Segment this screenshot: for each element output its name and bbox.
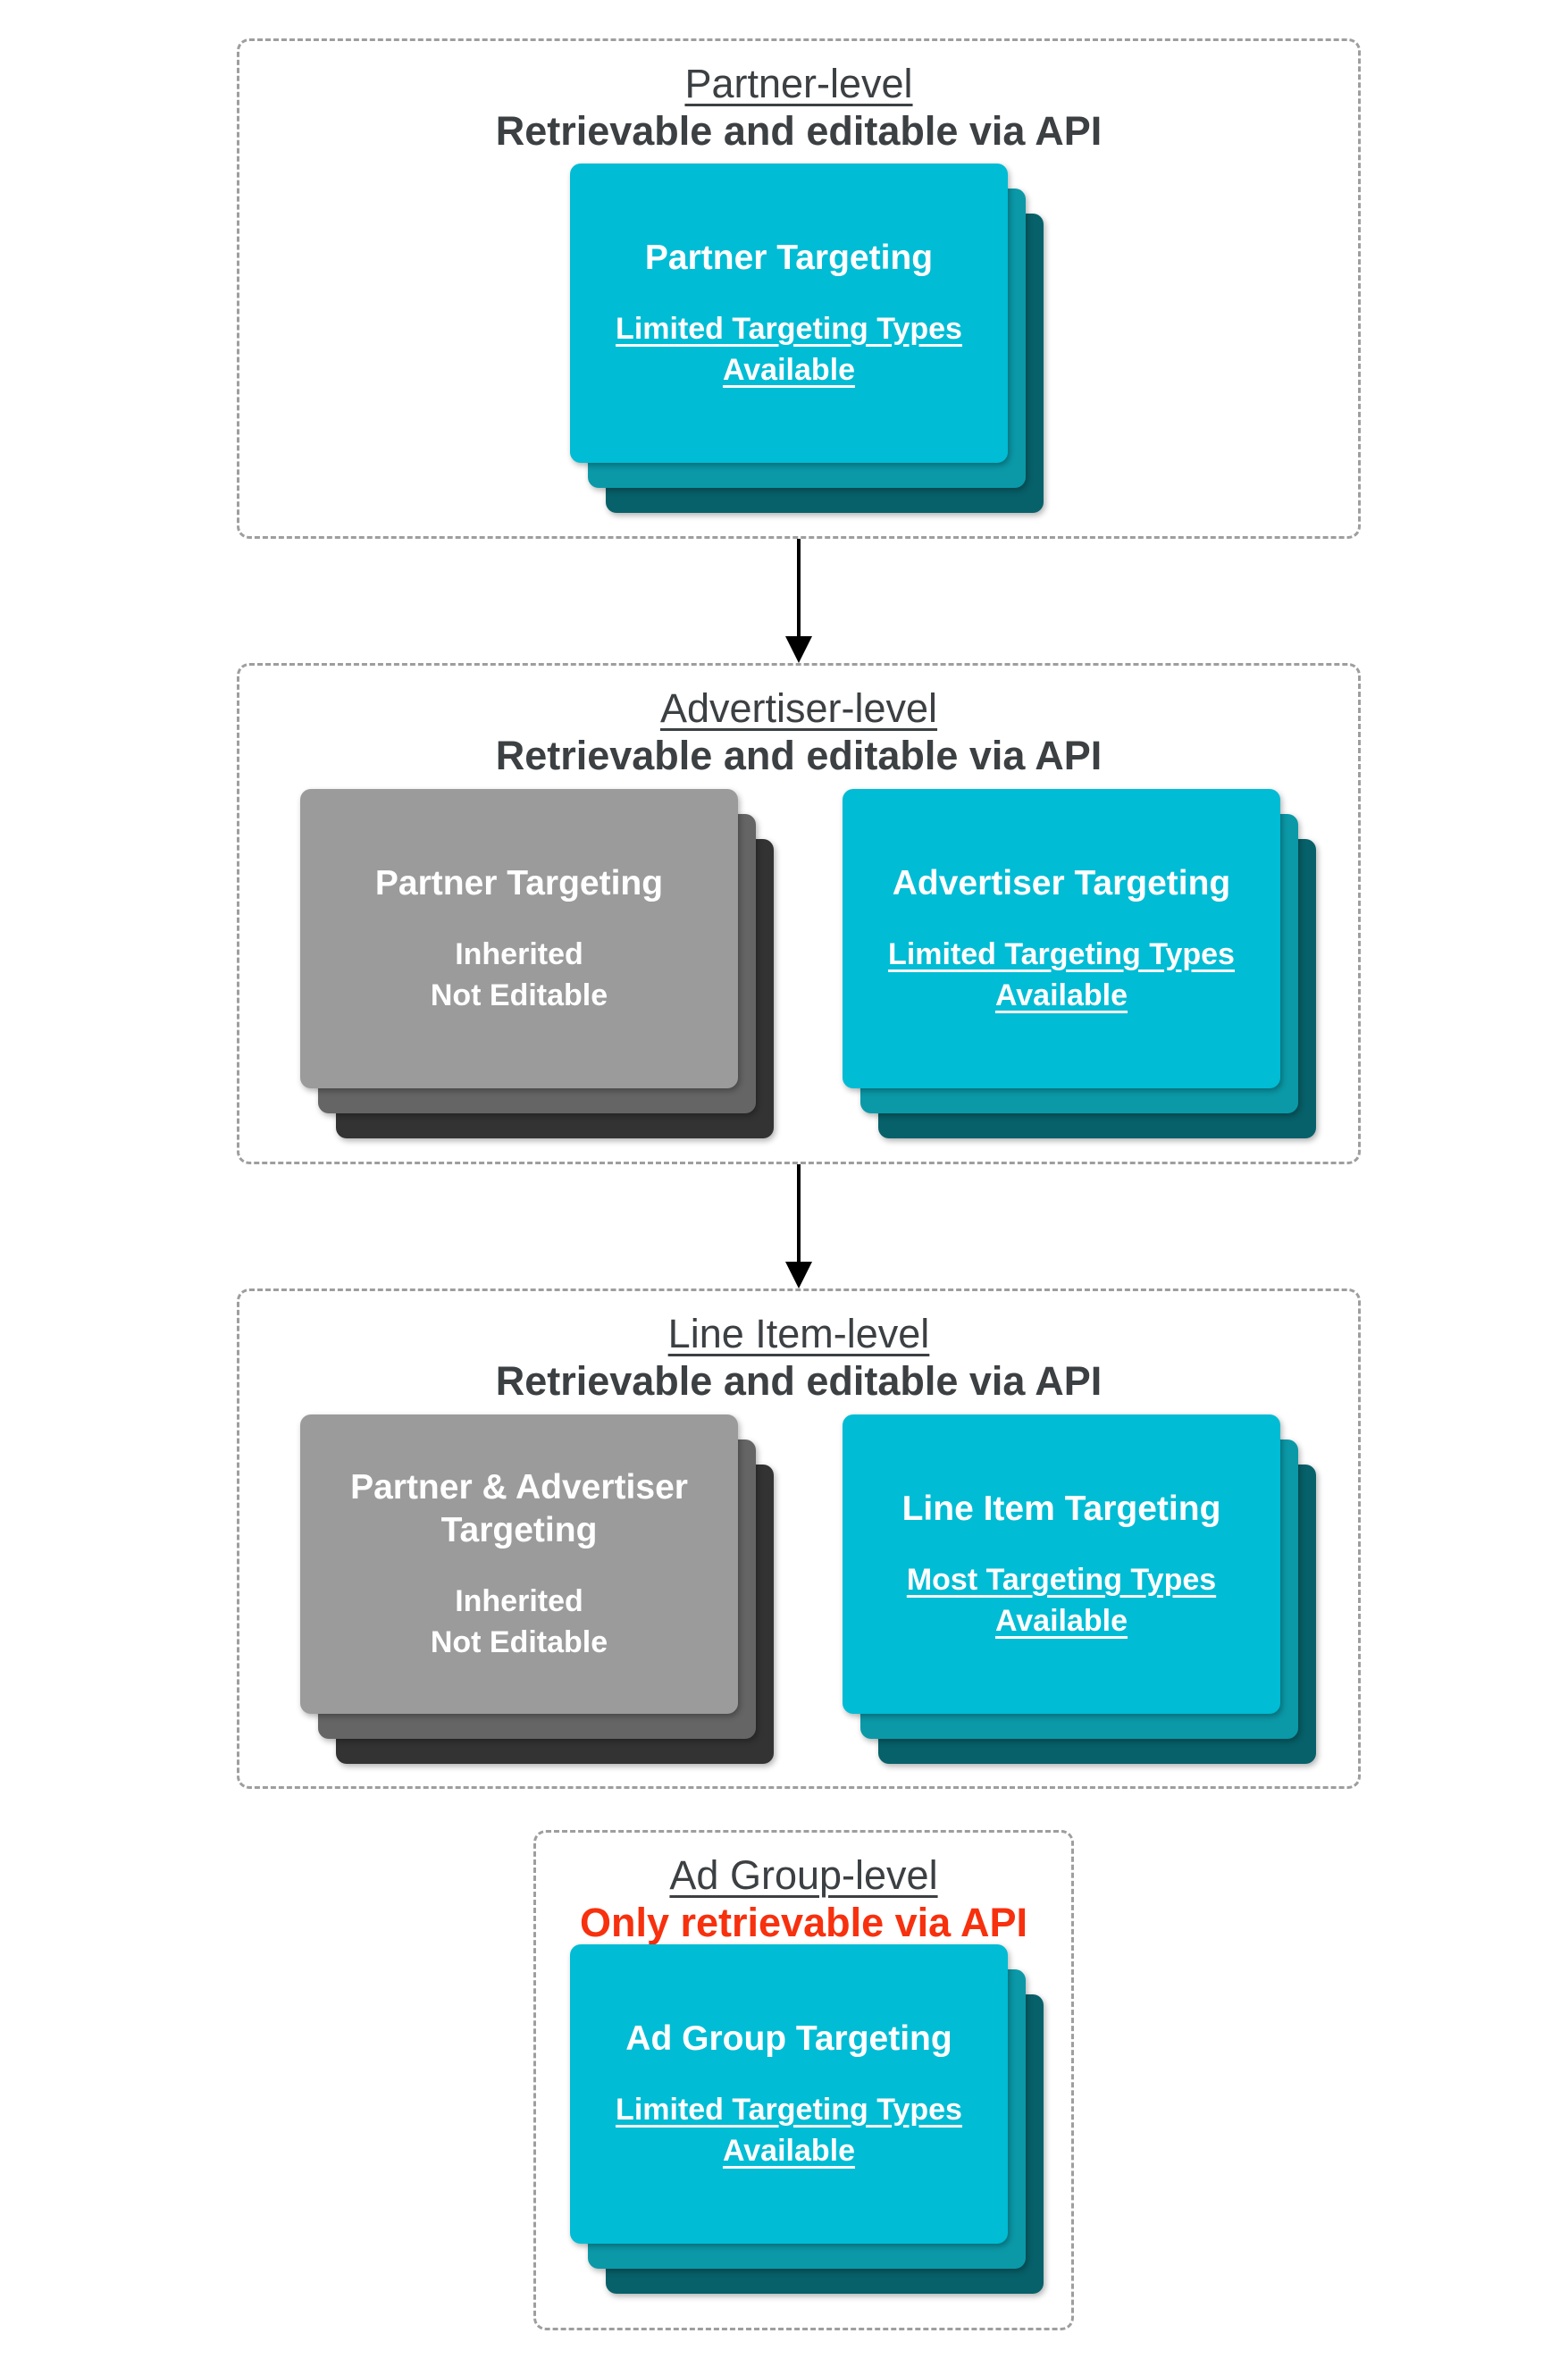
inherited-partner-targeting-card: Partner Targeting Inherited Not Editable	[300, 789, 738, 1088]
inherited-partner-advertiser-targeting-card-stack: Partner & Advertiser Targeting Inherited…	[300, 1414, 774, 1764]
section-subtitle: Retrievable and editable via API	[495, 108, 1103, 154]
section-advertiser-level: Advertiser-level Retrievable and editabl…	[237, 663, 1361, 1164]
line-item-targeting-card: Line Item Targeting Most Targeting Types…	[843, 1414, 1280, 1714]
card-body: Inherited Not Editable	[430, 936, 608, 1012]
card-title: Advertiser Targeting	[892, 863, 1231, 902]
arrow-shaft	[797, 1164, 801, 1263]
arrow-head-icon	[785, 1262, 812, 1288]
section-title: Advertiser-level	[659, 685, 938, 731]
card-title: Partner Targeting	[644, 238, 934, 277]
section-title: Line Item-level	[667, 1311, 930, 1356]
card-title: Partner Targeting	[374, 863, 664, 902]
partner-targeting-card: Partner Targeting Limited Targeting Type…	[570, 164, 1008, 463]
section-title: Partner-level	[684, 61, 913, 106]
card-body: Limited Targeting Types Available	[616, 2092, 962, 2168]
section-partner-level: Partner-level Retrievable and editable v…	[237, 38, 1361, 539]
line-item-targeting-card-stack: Line Item Targeting Most Targeting Types…	[843, 1414, 1316, 1764]
ad-group-targeting-card-stack: Ad Group Targeting Limited Targeting Typ…	[570, 1944, 1044, 2294]
card-body: Limited Targeting Types Available	[888, 936, 1235, 1012]
section-subtitle: Retrievable and editable via API	[495, 733, 1103, 778]
section-line-item-level: Line Item-level Retrievable and editable…	[237, 1288, 1361, 1789]
advertiser-targeting-card: Advertiser Targeting Limited Targeting T…	[843, 789, 1280, 1088]
advertiser-targeting-card-stack: Advertiser Targeting Limited Targeting T…	[843, 789, 1316, 1138]
card-body: Most Targeting Types Available	[906, 1562, 1217, 1638]
section-subtitle: Only retrievable via API	[579, 1900, 1028, 1945]
flow-arrow-advertiser-to-line-item	[784, 1164, 814, 1288]
card-body: Inherited Not Editable	[430, 1583, 608, 1659]
card-title: Ad Group Targeting	[625, 2019, 952, 2058]
card-title: Line Item Targeting	[901, 1489, 1221, 1528]
arrow-shaft	[797, 539, 801, 638]
section-ad-group-level: Ad Group-level Only retrievable via API …	[533, 1830, 1074, 2330]
ad-group-targeting-card: Ad Group Targeting Limited Targeting Typ…	[570, 1944, 1008, 2244]
arrow-head-icon	[785, 636, 812, 663]
card-body: Limited Targeting Types Available	[616, 311, 962, 387]
inherited-partner-targeting-card-stack: Partner Targeting Inherited Not Editable	[300, 789, 774, 1138]
inherited-partner-advertiser-targeting-card: Partner & Advertiser Targeting Inherited…	[300, 1414, 738, 1714]
card-title: Partner & Advertiser Targeting	[350, 1467, 688, 1549]
flow-arrow-partner-to-advertiser	[784, 539, 814, 663]
section-subtitle: Retrievable and editable via API	[495, 1358, 1103, 1404]
partner-targeting-card-stack: Partner Targeting Limited Targeting Type…	[570, 164, 1044, 513]
section-title: Ad Group-level	[669, 1852, 938, 1898]
